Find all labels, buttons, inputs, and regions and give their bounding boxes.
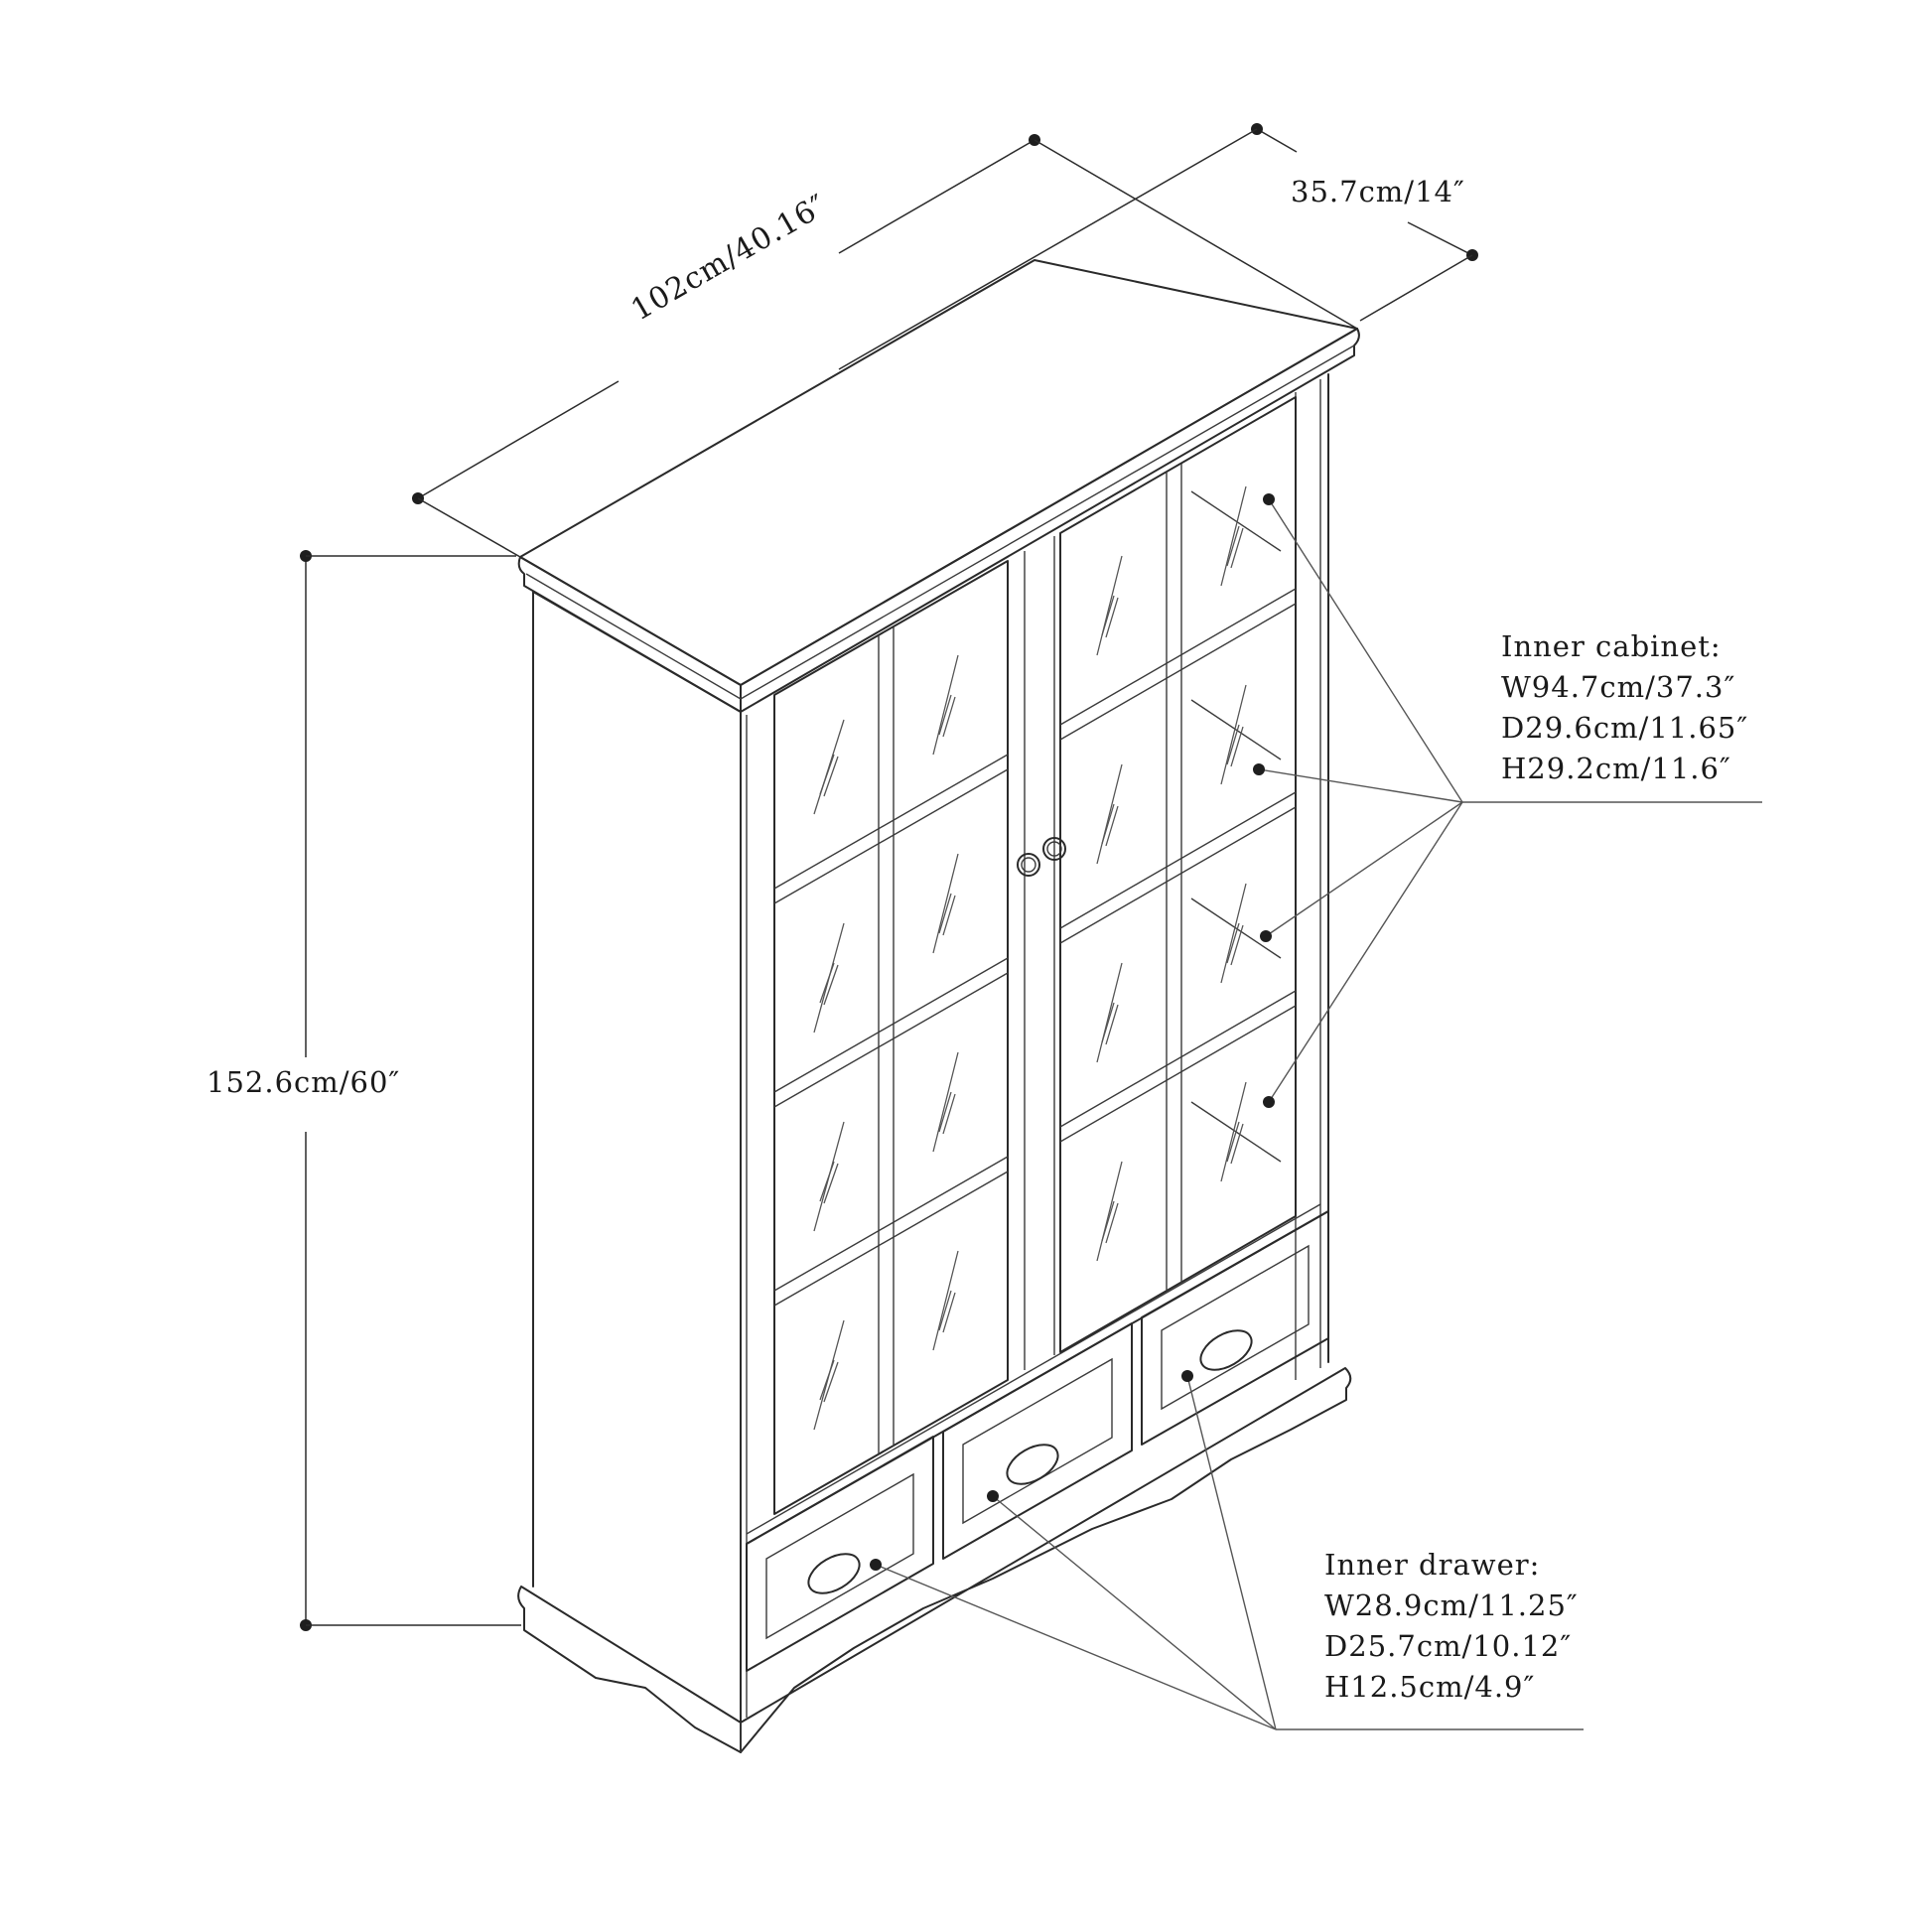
- inner-cabinet-title: Inner cabinet:: [1501, 629, 1722, 663]
- cabinet-base: [517, 1367, 1352, 1753]
- depth-dimension-label: 35.7cm/14″: [1291, 175, 1465, 208]
- height-dimension-label: 152.6cm/60″: [207, 1065, 401, 1099]
- inner-drawer-title: Inner drawer:: [1324, 1548, 1541, 1582]
- width-dimension-line: [412, 134, 1358, 558]
- inner-cabinet-height: H29.2cm/11.6″: [1501, 752, 1731, 785]
- inner-drawer-depth: D25.7cm/10.12″: [1324, 1629, 1573, 1663]
- depth-dimension-line: [838, 123, 1478, 370]
- inner-cabinet-width: W94.7cm/37.3″: [1501, 670, 1736, 704]
- inner-drawer-specs: Inner drawer: W28.9cm/11.25″ D25.7cm/10.…: [1324, 1545, 1579, 1708]
- inner-cabinet-depth: D29.6cm/11.65″: [1501, 711, 1749, 745]
- inner-drawer-height: H12.5cm/4.9″: [1324, 1670, 1536, 1704]
- height-dimension-line: [300, 550, 521, 1631]
- inner-drawer-width: W28.9cm/11.25″: [1324, 1588, 1579, 1622]
- inner-cabinet-leaders: [1253, 493, 1762, 1108]
- left-glass-door: [773, 536, 1055, 1515]
- inner-cabinet-specs: Inner cabinet: W94.7cm/37.3″ D29.6cm/11.…: [1501, 626, 1748, 789]
- drawers: [746, 1210, 1329, 1672]
- door-knobs: [1017, 837, 1066, 877]
- right-glass-door: [1059, 396, 1297, 1353]
- inner-drawer-leaders: [870, 1370, 1584, 1730]
- cabinet-left-side: [532, 591, 748, 1724]
- cabinet-top: [517, 259, 1360, 713]
